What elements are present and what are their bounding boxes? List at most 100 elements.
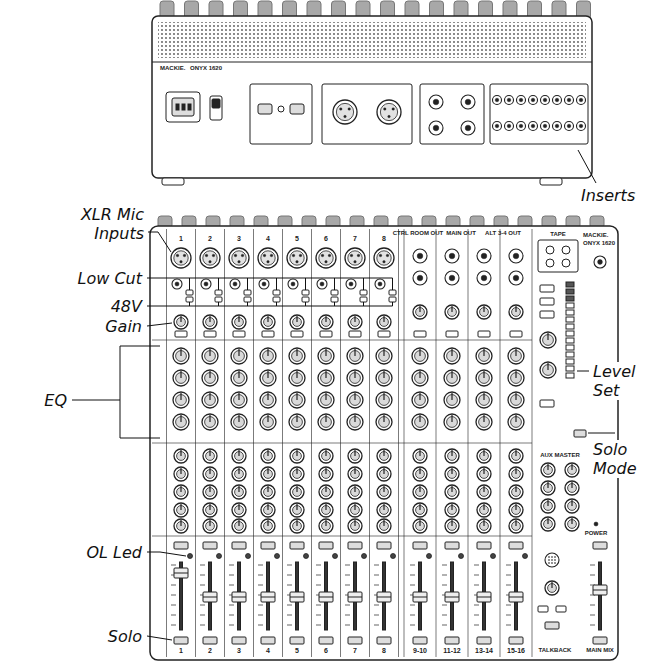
rear-panel	[152, 1, 592, 185]
knob	[565, 463, 579, 477]
jack	[541, 122, 550, 131]
fader-cap-line	[261, 597, 275, 598]
knob-pointer	[296, 504, 297, 510]
phantom-button	[360, 297, 367, 302]
channel-number: 7	[353, 235, 357, 242]
knob-pointer	[515, 504, 516, 510]
fader-scale-tick	[200, 605, 205, 606]
knob-pointer	[209, 316, 210, 322]
overload-led	[427, 554, 432, 559]
knob	[174, 519, 188, 533]
knob-pointer	[451, 468, 452, 474]
solo-button	[477, 637, 491, 644]
fader-scale-tick	[590, 605, 595, 606]
low-cut-button	[215, 290, 222, 295]
knob	[444, 348, 460, 364]
knob	[261, 315, 275, 329]
talkback-button	[556, 606, 566, 612]
knob-pointer	[551, 582, 552, 588]
knob	[261, 519, 275, 533]
fader-cap-line	[509, 597, 523, 598]
panel-legend: ALT 3-4 OUT	[485, 230, 521, 236]
channel-number: 6	[324, 235, 328, 242]
knob-pointer	[238, 450, 239, 456]
callout-label: Solo	[43, 627, 143, 646]
knob-pointer	[451, 520, 452, 526]
jack-hole	[519, 124, 523, 128]
xlr-pin	[241, 254, 244, 257]
overload-led	[188, 554, 193, 559]
overload-led	[333, 554, 338, 559]
jack	[565, 122, 574, 131]
knob	[232, 449, 246, 463]
channel-button	[175, 331, 187, 337]
knob-pointer	[419, 520, 420, 526]
xlr-socket	[200, 248, 220, 268]
knob-pointer	[238, 349, 239, 356]
jack-hole	[320, 282, 324, 286]
knob-pointer	[325, 371, 326, 378]
mic-hole	[554, 556, 555, 557]
power-led	[594, 522, 598, 526]
leader-line	[577, 371, 589, 372]
knob-pointer	[296, 371, 297, 378]
xlr-pin	[386, 254, 389, 257]
jack	[346, 279, 356, 289]
knob	[231, 370, 247, 386]
knob-pointer	[296, 415, 297, 422]
knob-pointer	[451, 504, 452, 510]
knob	[413, 519, 427, 533]
knob	[348, 315, 362, 329]
leader-line	[189, 302, 190, 306]
knob-pointer	[354, 371, 355, 378]
fader-scale-tick	[442, 585, 447, 586]
knob	[319, 449, 333, 463]
knob-pointer	[515, 520, 516, 526]
knob-pointer	[296, 520, 297, 526]
fader-scale-tick	[374, 605, 379, 606]
knob	[541, 517, 555, 531]
fader-cap-line	[445, 597, 459, 598]
fader-scale-tick	[590, 615, 595, 616]
knob-pointer	[419, 468, 420, 474]
knob	[476, 414, 492, 430]
mono-out-box	[322, 84, 412, 144]
knob-pointer	[180, 520, 181, 526]
xlr-socket	[316, 248, 336, 268]
knob	[377, 503, 391, 517]
knob-pointer	[383, 504, 384, 510]
low-cut-button	[302, 290, 309, 295]
panel-legend: MACKIE.	[160, 65, 185, 71]
fader-cap-line	[477, 597, 491, 598]
knob-pointer	[180, 486, 181, 492]
panel-legend: MAIN MIX	[586, 647, 614, 653]
knob	[445, 519, 459, 533]
fader-scale-tick	[374, 575, 379, 576]
xlr-face	[336, 103, 353, 120]
knob-pointer	[547, 464, 548, 470]
jack-hole	[567, 98, 571, 102]
panel-legend: ONYX 1620	[583, 240, 615, 246]
knob	[476, 348, 492, 364]
talkback-button	[538, 606, 548, 612]
overload-led	[362, 554, 367, 559]
knob	[445, 449, 459, 463]
knob-pointer	[483, 504, 484, 510]
knob	[540, 332, 556, 348]
power-switch	[210, 96, 222, 120]
fader-cap	[203, 592, 217, 602]
channel-number: 11-12	[443, 647, 461, 654]
assign-button	[319, 542, 333, 549]
jack	[553, 96, 562, 105]
knob-pointer	[547, 482, 548, 488]
channel-button	[291, 331, 303, 337]
knob-pointer	[383, 486, 384, 492]
knob	[232, 519, 246, 533]
leader-line	[147, 552, 186, 556]
knob-pointer	[296, 316, 297, 322]
knob-pointer	[180, 450, 181, 456]
fader-scale-tick	[345, 605, 350, 606]
fader-scale-tick	[442, 625, 447, 626]
jack	[505, 122, 514, 131]
xlr-pin	[238, 261, 241, 264]
